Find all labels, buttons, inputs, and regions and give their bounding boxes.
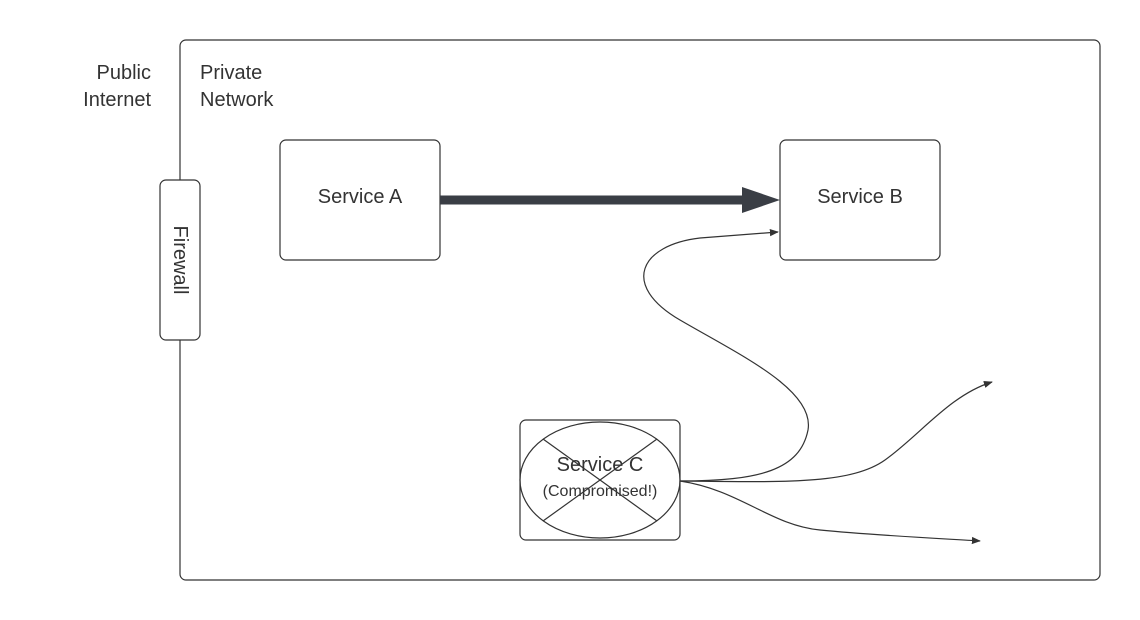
arrow-c-to-outside-lower (679, 480, 981, 545)
service-c-status: (Compromised!) (542, 483, 658, 500)
public-internet-label-line-2: Internet (83, 89, 151, 111)
arrow-c-to-outside-upper (679, 380, 993, 483)
private-network-label-line-1: Private (200, 62, 263, 84)
firewall-box[interactable] (159, 179, 201, 341)
public-internet-label: Public Internet (60, 60, 151, 114)
arrow-c-to-b (643, 229, 809, 482)
private-network-label: Private Network (200, 60, 320, 114)
public-internet-label-line-1: Public (96, 62, 151, 84)
firewall-label: Firewall (169, 225, 191, 295)
service-a-label: Service A (317, 186, 403, 208)
service-b-label: Service B (817, 186, 903, 208)
service-c-label: Service C (556, 454, 644, 476)
compromised-cross-line-2 (542, 438, 658, 522)
arrow-a-to-b (440, 187, 780, 213)
service-c-ellipse (519, 421, 681, 539)
private-network-label-line-2: Network (200, 89, 274, 111)
